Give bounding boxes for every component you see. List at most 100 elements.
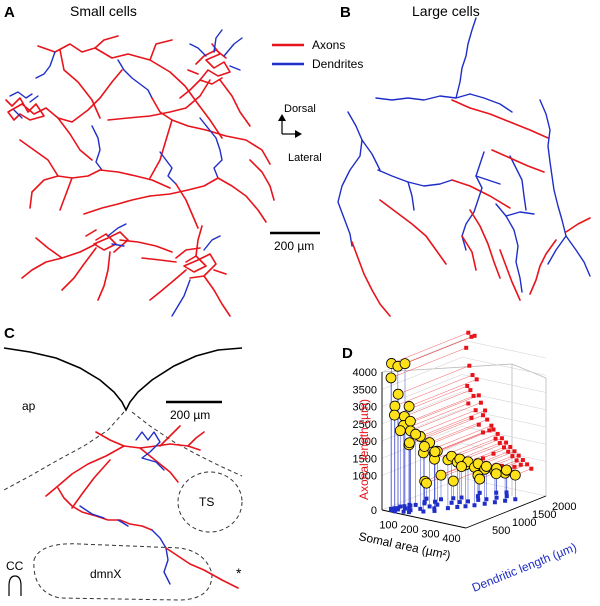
projection-line bbox=[404, 335, 475, 364]
floor-projection-marker bbox=[392, 509, 397, 514]
cell-point bbox=[418, 441, 430, 452]
floor-projection-marker bbox=[422, 499, 427, 504]
wall-projection-marker bbox=[466, 330, 471, 335]
region-ap-label: ap bbox=[22, 399, 36, 413]
cell-point bbox=[421, 477, 432, 489]
legend-axons-label: Axons bbox=[312, 38, 345, 52]
floor-projection-marker bbox=[449, 500, 454, 505]
scalebar-c: 200 µm bbox=[166, 400, 222, 422]
cell-point bbox=[389, 409, 400, 421]
legend-dendrites-label: Dendrites bbox=[312, 57, 363, 71]
scalebar-c-label: 200 µm bbox=[170, 408, 210, 422]
y-tick-label: 1000 bbox=[512, 517, 536, 529]
floor-projection-marker bbox=[433, 499, 437, 504]
wall-projection-marker bbox=[491, 427, 496, 432]
legend: Axons Dendrites bbox=[272, 38, 363, 71]
floor-projection-marker bbox=[459, 495, 464, 500]
region-dmnx-label: dmnX bbox=[90, 567, 121, 581]
floor-projection-marker bbox=[463, 504, 468, 509]
wall-projection-marker bbox=[510, 454, 515, 459]
wall-projection-marker bbox=[481, 430, 485, 435]
neuron-a1 bbox=[35, 35, 223, 139]
floor-projection-marker bbox=[439, 497, 443, 502]
floor-projection-marker bbox=[396, 506, 401, 511]
floor-projection-marker bbox=[418, 506, 423, 511]
gridline bbox=[381, 356, 463, 390]
neuron-b6 bbox=[495, 203, 535, 301]
floor-projection-marker bbox=[435, 502, 440, 507]
data-points bbox=[385, 330, 534, 515]
projection-line bbox=[467, 447, 505, 462]
panel-b: B Large cells bbox=[337, 3, 591, 317]
wall-projection-marker bbox=[508, 444, 513, 449]
cell-point bbox=[392, 388, 404, 400]
neuron-b2 bbox=[337, 111, 391, 317]
neuron-b4 bbox=[461, 151, 501, 279]
wall-projection-marker bbox=[504, 440, 509, 445]
neuron-a7 bbox=[83, 151, 199, 229]
wall-projection-marker bbox=[520, 458, 525, 462]
z-tick-label: 2500 bbox=[353, 419, 377, 431]
projection-line bbox=[394, 385, 468, 416]
projection-line bbox=[394, 374, 473, 407]
dorsal-label: Dorsal bbox=[284, 103, 316, 115]
y-tick-label: 1500 bbox=[532, 509, 556, 521]
floor-projection-marker bbox=[482, 501, 487, 506]
wall-projection-marker bbox=[493, 436, 498, 441]
scalebar-ab: 200 µm bbox=[270, 231, 320, 253]
gridline bbox=[461, 391, 547, 411]
cell-point bbox=[385, 372, 397, 384]
wall-projection-marker bbox=[481, 413, 485, 418]
floor-projection-marker bbox=[424, 496, 429, 501]
projection-line bbox=[434, 433, 498, 460]
neuron-b7 bbox=[491, 149, 545, 211]
gridline bbox=[381, 443, 463, 476]
wall-projection-marker bbox=[489, 423, 494, 428]
cell-point bbox=[399, 358, 411, 370]
gridline bbox=[461, 425, 547, 445]
z-tick-label: 1000 bbox=[353, 471, 377, 483]
cell-point bbox=[410, 428, 422, 440]
projection-line bbox=[459, 442, 500, 460]
cell-point bbox=[435, 469, 447, 481]
projection-line bbox=[451, 438, 496, 457]
central-canal-icon bbox=[8, 575, 22, 596]
projection-line bbox=[410, 395, 474, 422]
right-boundary-dashed bbox=[131, 411, 243, 477]
z-tick-label: 0 bbox=[371, 505, 377, 517]
projection-line bbox=[420, 410, 486, 437]
panel-c-letter: C bbox=[4, 325, 15, 342]
floor-projection-marker bbox=[407, 502, 412, 507]
floor-projection-marker bbox=[484, 497, 489, 502]
dmnx-outline bbox=[33, 543, 213, 601]
floor-projection-marker bbox=[445, 506, 450, 511]
cell-point bbox=[509, 469, 521, 481]
neuron-b3 bbox=[377, 169, 511, 265]
floor-projection-marker bbox=[455, 504, 460, 509]
left-boundary-dashed bbox=[3, 411, 125, 491]
wall-projection-marker bbox=[499, 463, 504, 468]
wall-projection-marker bbox=[481, 456, 485, 461]
floor-projection-marker bbox=[407, 510, 411, 515]
wall-projection-marker bbox=[471, 393, 476, 398]
cell-point bbox=[480, 461, 492, 472]
wall-projection-marker bbox=[516, 453, 521, 458]
neuron-a8 bbox=[21, 223, 173, 301]
projection-line bbox=[404, 389, 471, 417]
floor-projection-marker bbox=[421, 509, 426, 514]
wall-projection-marker bbox=[478, 400, 483, 405]
floor-projection-marker bbox=[504, 494, 509, 499]
wall-projection-marker bbox=[467, 363, 472, 368]
x-tick-label: 400 bbox=[442, 533, 460, 545]
wall-projection-marker bbox=[512, 464, 517, 469]
floor-projection-marker bbox=[403, 506, 407, 511]
z-tick-label: 4000 bbox=[353, 367, 377, 379]
floor-projection-marker bbox=[475, 494, 480, 499]
projection-line bbox=[434, 432, 484, 452]
x-tick-label: 100 bbox=[379, 519, 397, 531]
z-tick-label: 2000 bbox=[353, 436, 377, 448]
floor-projection-marker bbox=[494, 495, 499, 500]
lateral-label: Lateral bbox=[288, 152, 322, 164]
